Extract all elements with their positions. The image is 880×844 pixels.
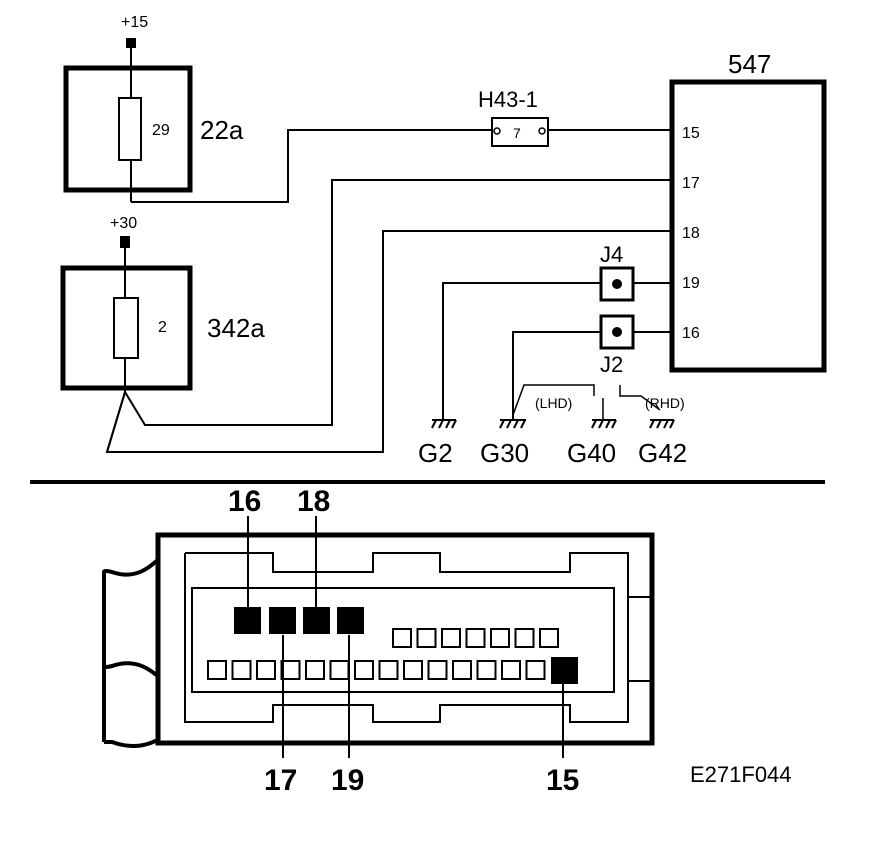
wire-22a-to-h43 — [131, 129, 492, 203]
module-pin-15: 15 — [682, 125, 700, 142]
module-pin-16: 16 — [682, 325, 700, 342]
pin-cavity — [231, 660, 252, 680]
fuse-342a: +30 2 342a — [60, 215, 265, 392]
pin-cavity — [378, 660, 399, 680]
connector-cavity — [191, 587, 615, 693]
module-label: 547 — [728, 49, 771, 79]
connector-h43-label: H43-1 — [478, 87, 538, 112]
ground-g42-label: G42 — [638, 438, 687, 468]
pin-cavity — [441, 628, 461, 648]
pin-cavity — [403, 660, 423, 680]
callout-pin-17: 17 — [264, 764, 297, 797]
pin-cavity — [452, 660, 472, 680]
pin-cavity — [392, 628, 412, 648]
ground-g40-icon — [591, 419, 617, 429]
module-pin-17: 17 — [682, 175, 700, 192]
connector-h43-pin: 7 — [513, 125, 521, 141]
fuse-number-2: 2 — [158, 319, 167, 336]
callout-pin-16: 16 — [228, 485, 261, 518]
connector-h43-1: H43-1 7 — [478, 87, 549, 147]
junction-j2: J2 — [599, 314, 635, 377]
pin-cavity — [525, 660, 546, 680]
module-pin-18: 18 — [682, 225, 700, 242]
wire-342a-to-pin18 — [105, 230, 672, 453]
ground-g2-label: G2 — [418, 438, 453, 468]
pin-cavity-used — [234, 607, 261, 634]
ground-g30-label: G30 — [480, 438, 529, 468]
pin-cavity — [354, 660, 374, 680]
terminal-plus15-icon — [126, 38, 136, 48]
fuse-name-22a: 22a — [200, 115, 244, 145]
callout-pin-18: 18 — [297, 485, 330, 518]
pin-cavity-used — [551, 657, 578, 684]
pin-cavity-used — [269, 607, 296, 634]
module-box — [669, 79, 827, 373]
pin-cavity — [329, 660, 350, 680]
ground-g40-label: G40 — [567, 438, 616, 468]
connector-pinout: 16 18 17 19 15 — [102, 485, 655, 797]
pin-cavity — [476, 660, 497, 680]
wire-rhd-option — [619, 385, 661, 411]
junction-j2-label: J2 — [600, 352, 623, 377]
figure-id: E271F044 — [690, 762, 792, 787]
callout-pin-15: 15 — [546, 764, 579, 797]
pin-cavity — [465, 628, 486, 648]
pin-cavity — [256, 660, 276, 680]
pin-row-bottom — [207, 657, 578, 684]
terminal-plus30-icon — [120, 236, 130, 248]
pin-cavity — [427, 660, 448, 680]
module-547: 547 15 17 18 19 16 — [669, 49, 827, 373]
pin-cavity — [501, 660, 521, 680]
label-rhd: (RHD) — [645, 395, 685, 411]
pin-cavity — [539, 628, 559, 648]
ground-g30-icon — [499, 419, 526, 429]
pin-cavity — [207, 660, 227, 680]
supply-label-plus15: +15 — [121, 14, 148, 31]
ground-g2-icon — [431, 419, 457, 429]
connector-latch-icon — [102, 557, 160, 679]
pin-cavity — [280, 660, 301, 680]
connector-key — [627, 596, 653, 682]
ground-g42-icon — [649, 419, 675, 429]
module-pin-19: 19 — [682, 275, 700, 292]
junction-j4: J4 — [599, 242, 635, 302]
fuse-element-icon — [118, 97, 142, 161]
fuse-name-342a: 342a — [207, 313, 265, 343]
fuse-22a: +15 29 22a — [63, 14, 244, 202]
pin-cavity-used — [337, 607, 364, 634]
pin-cavity — [490, 628, 510, 648]
callout-pin-19: 19 — [331, 764, 364, 797]
fuse-element-icon — [113, 297, 139, 359]
label-lhd: (LHD) — [535, 395, 572, 411]
fuse-box-22a — [63, 65, 193, 193]
wire-lhd-option — [512, 384, 595, 416]
pin-cavity — [514, 628, 535, 648]
wire-j4-to-g2 — [442, 282, 601, 420]
pin-cavity-used — [303, 607, 330, 634]
junction-j4-label: J4 — [600, 242, 623, 267]
connector-inner-outline — [184, 552, 629, 723]
pin-row-top — [234, 607, 559, 648]
wire-j2-to-g30 — [512, 331, 601, 420]
fuse-number-29: 29 — [152, 122, 170, 139]
pin-cavity — [416, 628, 437, 648]
fuse-box-342a — [60, 265, 193, 391]
pin-cavity — [305, 660, 325, 680]
supply-label-plus30: +30 — [110, 215, 137, 232]
